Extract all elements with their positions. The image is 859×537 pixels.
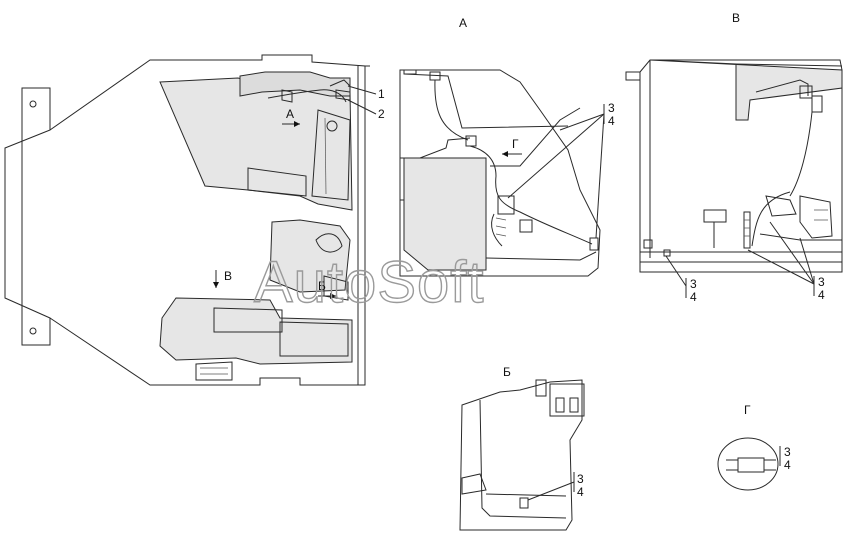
view-arrow-g: Г <box>502 137 522 157</box>
mount-hole-top <box>29 100 37 108</box>
mounting-bracket <box>4 87 51 346</box>
view-b-outline <box>459 379 583 531</box>
middle-bracket <box>269 219 351 293</box>
lower-panel <box>159 297 353 365</box>
housing-outline <box>49 54 366 386</box>
view-v-ref-4b: 4 <box>818 288 825 302</box>
callout-2: 2 <box>378 107 385 121</box>
view-v-title: В <box>732 11 740 25</box>
view-g: Г 3 4 <box>717 403 791 491</box>
view-b-clamp <box>461 473 487 495</box>
view-arrow-v: В <box>213 269 232 288</box>
view-arrow-b: Б <box>318 279 336 299</box>
mount-hole-bottom <box>29 327 37 335</box>
view-a: А Г 3 4 <box>399 16 615 277</box>
view-v-ref-3b: 3 <box>818 275 825 289</box>
view-b: Б 3 4 <box>459 365 585 531</box>
view-v-ref-4a: 4 <box>690 290 697 304</box>
view-b-title: Б <box>503 365 511 379</box>
watermark: AutoSoft <box>254 250 484 315</box>
callout-1: 1 <box>378 87 385 101</box>
view-a-box <box>403 157 487 271</box>
view-b-ref-3: 3 <box>577 472 584 486</box>
view-v-ref-3a: 3 <box>690 277 697 291</box>
view-g-ref-3: 3 <box>784 445 791 459</box>
arrow-label-a: А <box>286 107 294 121</box>
view-b-ref-4: 4 <box>577 485 584 499</box>
view-g-title: Г <box>744 403 751 417</box>
view-a-ref-3: 3 <box>608 101 615 115</box>
view-g-clip <box>737 457 765 473</box>
upper-panel <box>159 77 353 211</box>
upper-box <box>247 167 307 197</box>
view-g-circle <box>717 437 779 491</box>
view-v: В 3 4 3 4 <box>625 11 843 304</box>
view-a-ref-4: 4 <box>608 114 615 128</box>
view-a-outline <box>399 69 601 277</box>
view-arrow-a: А <box>282 107 300 127</box>
view-b-block <box>549 383 585 417</box>
lower-connector <box>195 361 233 381</box>
view-v-top-panel <box>649 59 843 121</box>
main-view: А В Б 1 2 <box>4 54 385 386</box>
arrow-label-b: Б <box>318 279 326 293</box>
arrow-label-v: В <box>224 269 232 283</box>
arrow-label-g: Г <box>512 137 519 151</box>
grommet <box>326 120 338 132</box>
view-g-ref-4: 4 <box>784 458 791 472</box>
view-a-title: А <box>459 16 467 30</box>
